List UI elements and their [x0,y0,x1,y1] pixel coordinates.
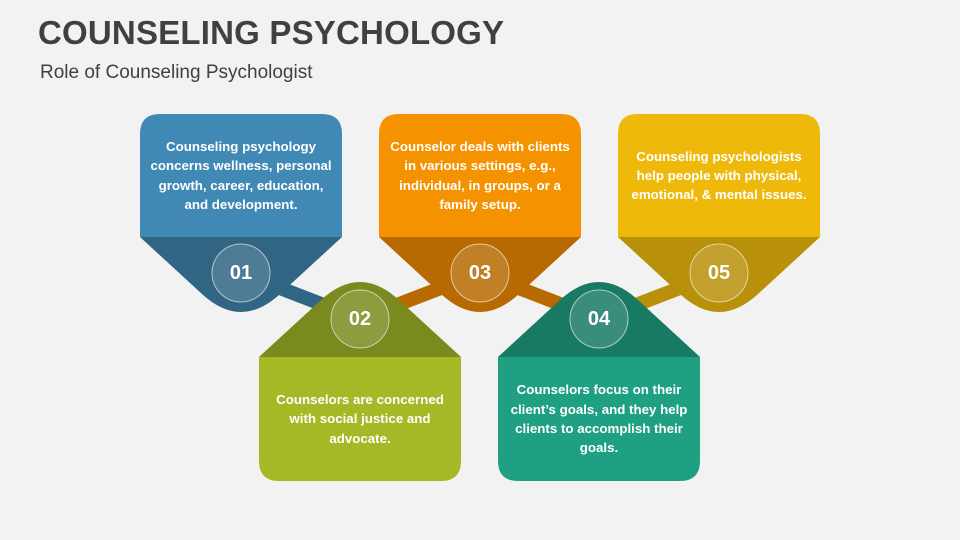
card-body [498,357,700,481]
step-number-05: 05 [707,261,731,284]
number-circle [450,243,510,303]
card-pointer [618,237,820,312]
card-body [618,114,820,237]
card-body [140,114,342,237]
step-text-05: Counseling psychologists help people wit… [631,148,807,203]
step-card-05 [618,114,820,312]
step-number-04: 04 [587,307,611,330]
step-text-03: Counselor deals with clients in various … [390,138,570,212]
step-text-04: Counselors focus on their client’s goals… [510,382,688,456]
step-text-02: Counselors are concerned with social jus… [276,392,444,446]
number-circle [330,289,390,349]
number-circle [689,243,749,303]
number-circle [211,243,271,303]
step-number-03: 03 [468,261,492,284]
step-card-02 [259,282,461,481]
card-body [379,114,581,237]
card-pointer [379,237,581,312]
step-card-04 [498,282,700,481]
page-title: COUNSELING PSYCHOLOGY [38,14,505,51]
card-pointer [140,237,342,312]
step-number-02: 02 [348,307,372,330]
card-pointer [259,282,461,357]
number-circle [569,289,629,349]
step-number-01: 01 [229,261,253,284]
step-card-01 [140,114,342,312]
step-text-01: Counseling psychology concerns wellness,… [150,138,332,212]
card-body [259,357,461,481]
page-subtitle: Role of Counseling Psychologist [40,62,313,83]
card-pointer [498,282,700,357]
step-card-03 [379,114,581,312]
